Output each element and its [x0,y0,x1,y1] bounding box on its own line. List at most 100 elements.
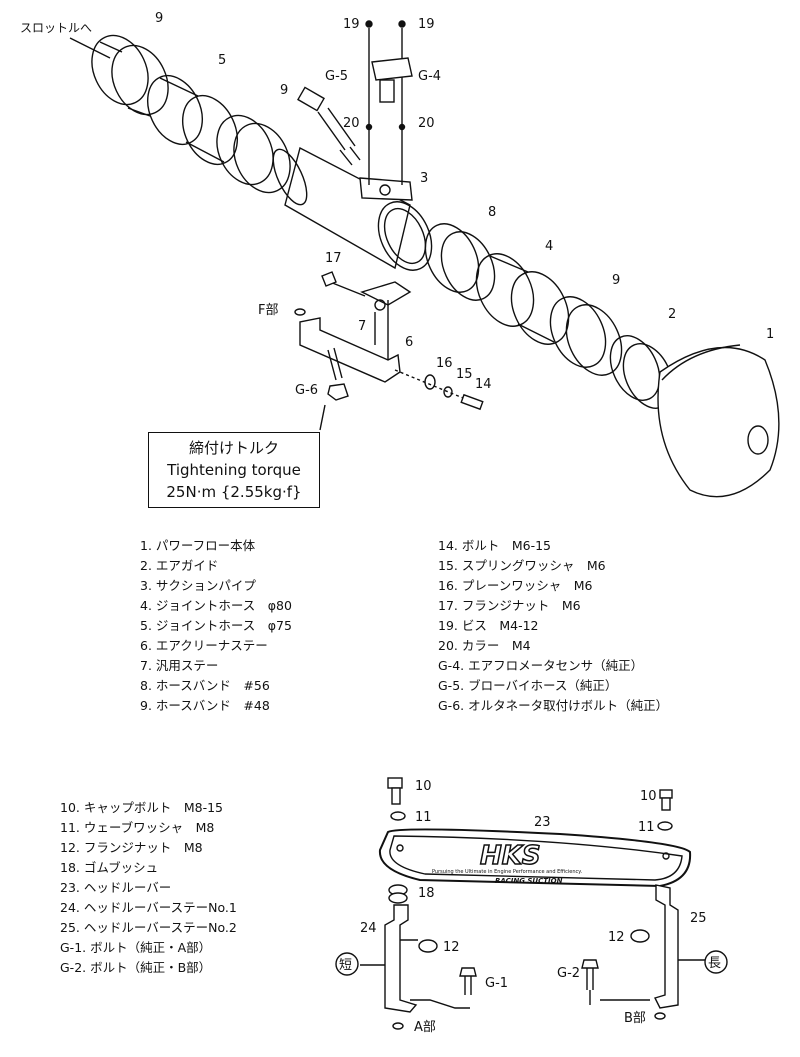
flange-nut-12-left [418,939,438,953]
louver-stay-25 [600,884,705,1009]
label-b-part: B部 [624,1011,646,1026]
b-part-hole [654,1012,666,1020]
label-10a: 10 [415,779,432,794]
head-louver-23 [378,828,692,888]
part-item: 1. パワーフロー本体 [140,538,256,553]
label-g5: G-5 [325,69,348,84]
label-2: 2 [668,307,676,322]
label-7: 7 [358,319,366,334]
label-18: 18 [418,886,435,901]
label-3: 3 [420,171,428,186]
part-item: 7. 汎用ステー [140,658,219,673]
parts-list-bottom: 10. キャップボルト M8-15 11. ウェーブワッシャ M8 12. フラ… [60,798,237,978]
hose-band-9-left [91,34,169,117]
label-19a: 19 [343,17,360,32]
long-mark-circle [704,950,728,974]
torque-line-2: Tightening torque [167,461,301,479]
label-6: 6 [405,335,413,350]
label-12a: 12 [443,940,460,955]
label-short: 短 [339,958,352,973]
part-item: G-5. ブローバイホース（純正） [438,678,618,693]
label-g6: G-6 [295,383,318,398]
part-item: 3. サクションパイプ [140,578,256,593]
throttle-arrow [69,37,111,59]
part-item: 24. ヘッドルーバーステーNo.1 [60,900,237,915]
bolt-g2 [581,959,599,1005]
hks-slogan: Pursuing the Ultimate in Engine Performa… [432,869,583,875]
label-11b: 11 [638,820,655,835]
label-9c: 9 [612,273,620,288]
label-17: 17 [325,251,342,266]
part-item: 20. カラー M4 [438,638,531,653]
label-15: 15 [456,367,473,382]
label-20a: 20 [343,116,360,131]
alternator-bolt-g6 [319,347,349,431]
hose-band-9-right [549,296,623,376]
label-4: 4 [545,239,553,254]
part-item: 2. エアガイド [140,558,219,573]
part-item: 19. ビス M4-12 [438,618,539,633]
air-cleaner-stay-6 [294,300,401,383]
part-item: 14. ボルト M6-15 [438,538,552,553]
label-long: 長 [708,956,721,971]
label-25: 25 [690,911,707,926]
cap-bolt-10-left [387,777,403,805]
joint-hose-4 [475,253,570,345]
wave-washer-11-right [657,821,673,831]
label-23: 23 [534,815,551,830]
part-item: G-2. ボルト（純正・B部） [60,960,212,975]
part-item: 8. ホースバンド #56 [140,678,270,693]
hks-logo: HKS [480,841,541,871]
label-9b: 9 [280,83,288,98]
label-9a: 9 [155,11,163,26]
suction-pipe-3 [272,146,433,271]
part-item: 11. ウェーブワッシャ M8 [60,820,215,835]
airflow-sensor-g4 [365,20,413,185]
label-g2: G-2 [557,966,580,981]
torque-box: 締付けトルク Tightening torque 25N·m {2.55kg·f… [148,432,320,508]
label-16: 16 [436,356,453,371]
part-item: 4. ジョイントホース φ80 [140,598,292,613]
label-11a: 11 [415,810,432,825]
joint-hose-5 [147,75,238,165]
part-item: 17. フランジナット M6 [438,598,581,613]
part-item: 16. プレーンワッシャ M6 [438,578,593,593]
part-item: 9. ホースバンド #48 [140,698,270,713]
cap-bolt-10-right [659,789,673,811]
label-10b: 10 [640,789,657,804]
part-item: 23. ヘッドルーバー [60,880,172,895]
label-5: 5 [218,53,226,68]
label-8: 8 [488,205,496,220]
short-mark-circle [335,952,359,976]
label-throttle: スロットルへ [20,21,92,35]
part-item: 10. キャップボルト M8-15 [60,800,224,815]
label-g1: G-1 [485,976,508,991]
label-20b: 20 [418,116,435,131]
parts-list-right: 14. ボルト M6-15 15. スプリングワッシャ M6 16. プレーンワ… [438,536,668,716]
parts-list-left: 1. パワーフロー本体 2. エアガイド 3. サクションパイプ 4. ジョイン… [140,536,292,716]
part-item: G-6. オルタネータ取付けボルト（純正） [438,698,669,713]
label-f-part: F部 [258,303,278,318]
label-g4: G-4 [418,69,441,84]
torque-line-3: 25N·m {2.55kg·f} [166,483,302,501]
general-stay-7 [321,271,412,311]
bolt-washers-14-16 [394,369,484,411]
torque-line-1: 締付けトルク [188,439,279,457]
power-flow-body-1 [657,344,780,498]
label-24: 24 [360,921,377,936]
a-part-hole [392,1022,404,1030]
part-item: 5. ジョイントホース φ75 [140,618,292,633]
label-1: 1 [766,327,774,342]
wave-washer-11-left [390,811,406,821]
label-12b: 12 [608,930,625,945]
label-19b: 19 [418,17,435,32]
label-a-part: A部 [414,1020,436,1035]
part-item: 12. フランジナット M8 [60,840,203,855]
part-item: G-4. エアフロメータセンサ（純正） [438,658,644,673]
racing-suction-text: RACING SUCTION [495,877,563,885]
rubber-bush-18 [388,884,408,904]
hose-band-9-middle [216,114,291,194]
part-item: 25. ヘッドルーバーステーNo.2 [60,920,237,935]
flange-nut-12-right [630,929,650,943]
